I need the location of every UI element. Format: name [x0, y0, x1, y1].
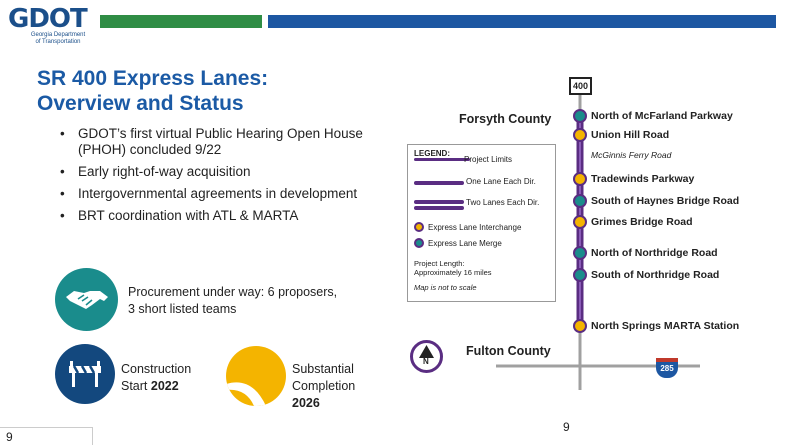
construction-year: 2022: [150, 379, 179, 393]
stop-dot-merge: [573, 194, 587, 208]
procurement-line1: Procurement under way: 6 proposers,: [128, 285, 338, 299]
procurement-status: Procurement under way: 6 proposers, 3 sh…: [128, 284, 378, 318]
stop-label: South of Haynes Bridge Road: [591, 195, 740, 207]
stop-dot-interchange: [573, 319, 587, 333]
fulton-county-label: Fulton County: [466, 344, 551, 358]
gdot-logo: GDOT Georgia Department of Transportatio…: [8, 6, 98, 46]
stop-dot-merge: [573, 268, 587, 282]
handshake-icon: [55, 268, 118, 331]
stop-label: Grimes Bridge Road: [591, 216, 693, 228]
bullet-item: BRT coordination with ATL & MARTA: [60, 208, 380, 224]
bullet-list: GDOT’s first virtual Public Hearing Open…: [60, 126, 380, 230]
slide-title-line2: Overview and Status: [37, 92, 244, 115]
sr400-shield: 400: [569, 77, 592, 95]
stop-dot-interchange: [573, 215, 587, 229]
legend-one-lane-swatch: [414, 181, 464, 185]
construction-start: Construction Start 2022: [121, 361, 221, 395]
map-legend: LEGEND: Project Limits One Lane Each Dir…: [407, 144, 556, 302]
logo-subtitle: Georgia Department of Transportation: [18, 32, 98, 46]
legend-length-line2: Approximately 16 miles: [414, 268, 492, 277]
completion-line1: Substantial: [292, 362, 354, 376]
stop-label: North of McFarland Parkway: [591, 110, 733, 122]
header-blue-bar: [268, 15, 776, 28]
road-sun-icon: [226, 346, 286, 406]
legend-title: LEGEND:: [414, 149, 450, 158]
legend-project-limits-swatch: [414, 158, 470, 161]
i285-shield: 285: [656, 358, 678, 378]
construction-line2: Start 2022: [121, 378, 221, 395]
stop-label: South of Northridge Road: [591, 269, 720, 281]
stop-label: Tradewinds Parkway: [591, 173, 695, 185]
stop-dot-merge: [573, 246, 587, 260]
stop-dot-interchange: [573, 172, 587, 186]
stop-label: North of Northridge Road: [591, 247, 718, 259]
bullet-item: GDOT’s first virtual Public Hearing Open…: [60, 126, 380, 158]
legend-length: Project Length: Approximately 16 miles: [414, 259, 492, 277]
logo-subtitle-line1: Georgia Department: [30, 32, 86, 38]
stop-label: Union Hill Road: [591, 129, 670, 141]
legend-interchange-dot: [414, 222, 424, 232]
stop-label: McGinnis Ferry Road: [591, 150, 672, 160]
north-arrow-icon: N: [410, 340, 443, 373]
forsyth-county-label: Forsyth County: [459, 112, 552, 126]
legend-two-lanes-swatch-1: [414, 200, 464, 204]
procurement-line2: 3 short listed teams: [128, 302, 237, 316]
legend-length-line1: Project Length:: [414, 259, 465, 268]
header-green-bar: [100, 15, 262, 28]
legend-merge-dot: [414, 238, 424, 248]
legend-merge: Express Lane Merge: [428, 239, 502, 248]
slide-title-line1: SR 400 Express Lanes:: [37, 67, 269, 90]
bullet-item: Intergovernmental agreements in developm…: [60, 186, 380, 202]
stop-dot-merge: [573, 109, 587, 123]
barrier-icon: [55, 344, 115, 404]
logo-text: GDOT: [8, 4, 88, 34]
legend-disclaimer: Map is not to scale: [414, 283, 477, 292]
route-map: 400 285 N Forsyth County Fulton County L…: [400, 70, 792, 420]
construction-prefix: Start: [121, 379, 151, 393]
legend-project-limits: Project Limits: [464, 155, 513, 164]
page-number: 9: [563, 420, 570, 434]
slide-number-input[interactable]: 9: [0, 427, 93, 445]
legend-interchange: Express Lane Interchange: [428, 223, 522, 232]
legend-two-lanes: Two Lanes Each Dir.: [466, 198, 540, 207]
substantial-completion: Substantial Completion 2026: [292, 361, 392, 412]
stop-label: North Springs MARTA Station: [591, 320, 740, 332]
completion-year: 2026: [292, 396, 320, 410]
legend-two-lanes-swatch-2: [414, 206, 464, 210]
north-label: N: [423, 357, 429, 366]
stop-dot-interchange: [573, 128, 587, 142]
slide-title: SR 400 Express Lanes: Overview and Statu…: [37, 66, 268, 116]
construction-line1: Construction: [121, 362, 192, 376]
completion-line2: Completion: [292, 379, 356, 393]
bullet-item: Early right-of-way acquisition: [60, 164, 380, 180]
legend-one-lane: One Lane Each Dir.: [466, 177, 536, 186]
logo-subtitle-line2: of Transportation: [35, 39, 81, 45]
